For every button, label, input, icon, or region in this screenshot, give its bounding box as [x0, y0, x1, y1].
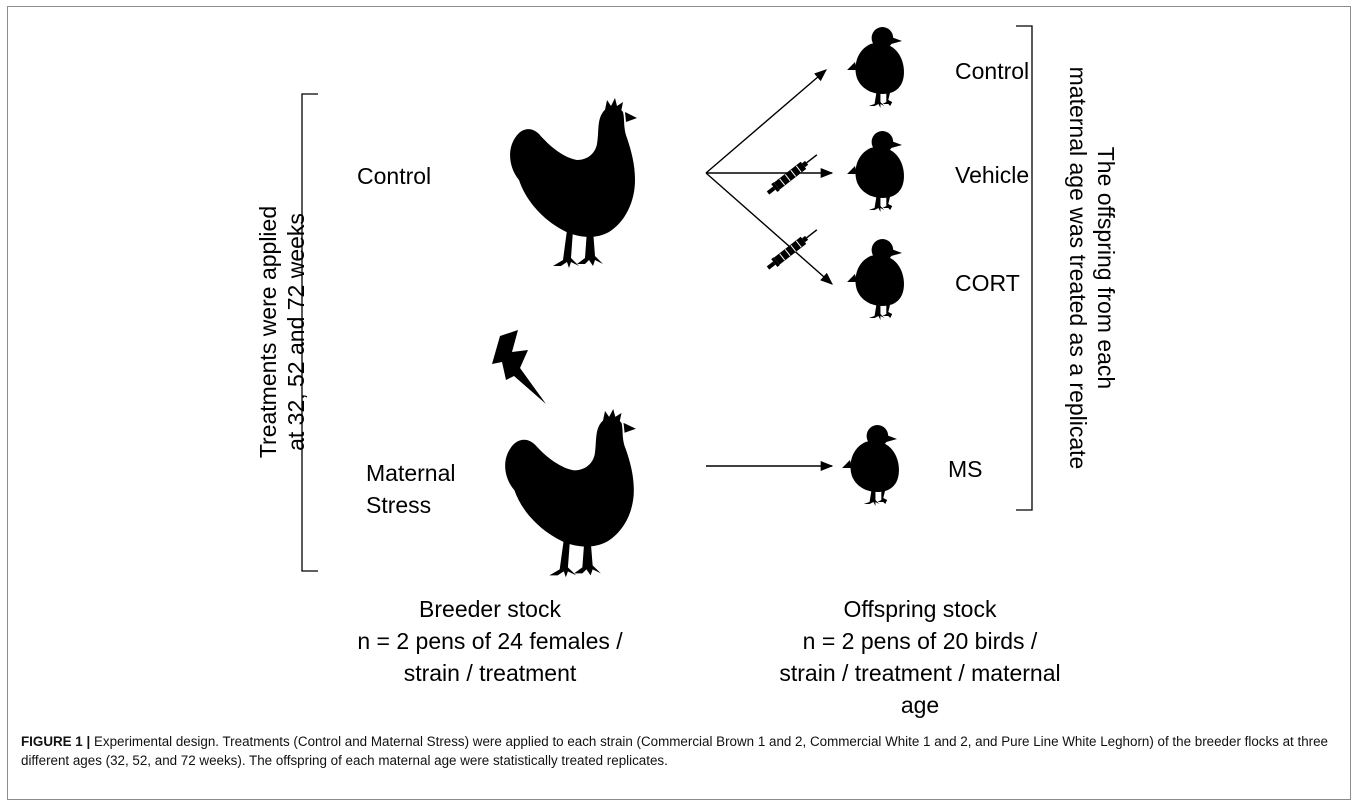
figure-frame: [7, 6, 1351, 800]
chick-icon: [842, 425, 899, 506]
right-bracket-line2: maternal age was treated as a replicate: [1065, 66, 1091, 470]
left-bracket-line1: Treatments were applied: [255, 205, 281, 459]
left-bracket: [301, 93, 318, 572]
figure-caption-text: Experimental design. Treatments (Control…: [21, 734, 1328, 768]
right-bracket: [1016, 25, 1033, 511]
offspring-group-cort: CORT: [955, 270, 1020, 296]
right-bracket-text: The offspring from each maternal age was…: [1064, 28, 1120, 508]
arrow-icon: [705, 172, 833, 285]
chick-icon: [847, 27, 904, 108]
right-bracket-line1: The offspring from each: [1093, 146, 1119, 390]
breeder-stock-line2: strain / treatment: [403, 660, 577, 686]
syringe-icon: [764, 150, 821, 198]
lightning-bolt-icon: [492, 330, 546, 404]
arrow-icon: [705, 69, 827, 174]
offspring-stock-title: Offspring stock: [843, 596, 997, 622]
figure-caption-label: FIGURE 1 |: [21, 734, 91, 749]
experimental-design-diagram: [301, 25, 1033, 578]
breeder-stock-line1: n = 2 pens of 24 females /: [357, 628, 623, 654]
left-bracket-line2: at 32, 52 and 72 weeks: [283, 213, 309, 451]
breeder-stock-block: Breeder stock n = 2 pens of 24 females /…: [300, 593, 680, 689]
chick-icon: [847, 131, 904, 212]
hen-icon: [505, 409, 636, 578]
breeder-control-label: Control: [357, 163, 432, 189]
offspring-group-vehicle: Vehicle: [955, 162, 1030, 188]
breeder-stock-title: Breeder stock: [419, 596, 561, 622]
breeder-stress-label-line2: Stress: [366, 492, 432, 518]
left-bracket-text: Treatments were applied at 32, 52 and 72…: [254, 112, 310, 552]
offspring-group-ms: MS: [948, 456, 983, 482]
offspring-group-control: Control: [955, 58, 1030, 84]
chick-icon: [847, 239, 904, 320]
offspring-stock-line1: n = 2 pens of 20 birds /: [802, 628, 1038, 654]
breeder-stress-label-line1: Maternal: [366, 460, 456, 486]
offspring-stock-line2: strain / treatment / maternal: [779, 660, 1061, 686]
hen-icon: [510, 98, 637, 268]
figure-caption: FIGURE 1 | Experimental design. Treatmen…: [21, 732, 1341, 770]
offspring-stock-block: Offspring stock n = 2 pens of 20 birds /…: [730, 593, 1110, 721]
offspring-stock-line3: age: [900, 692, 940, 718]
